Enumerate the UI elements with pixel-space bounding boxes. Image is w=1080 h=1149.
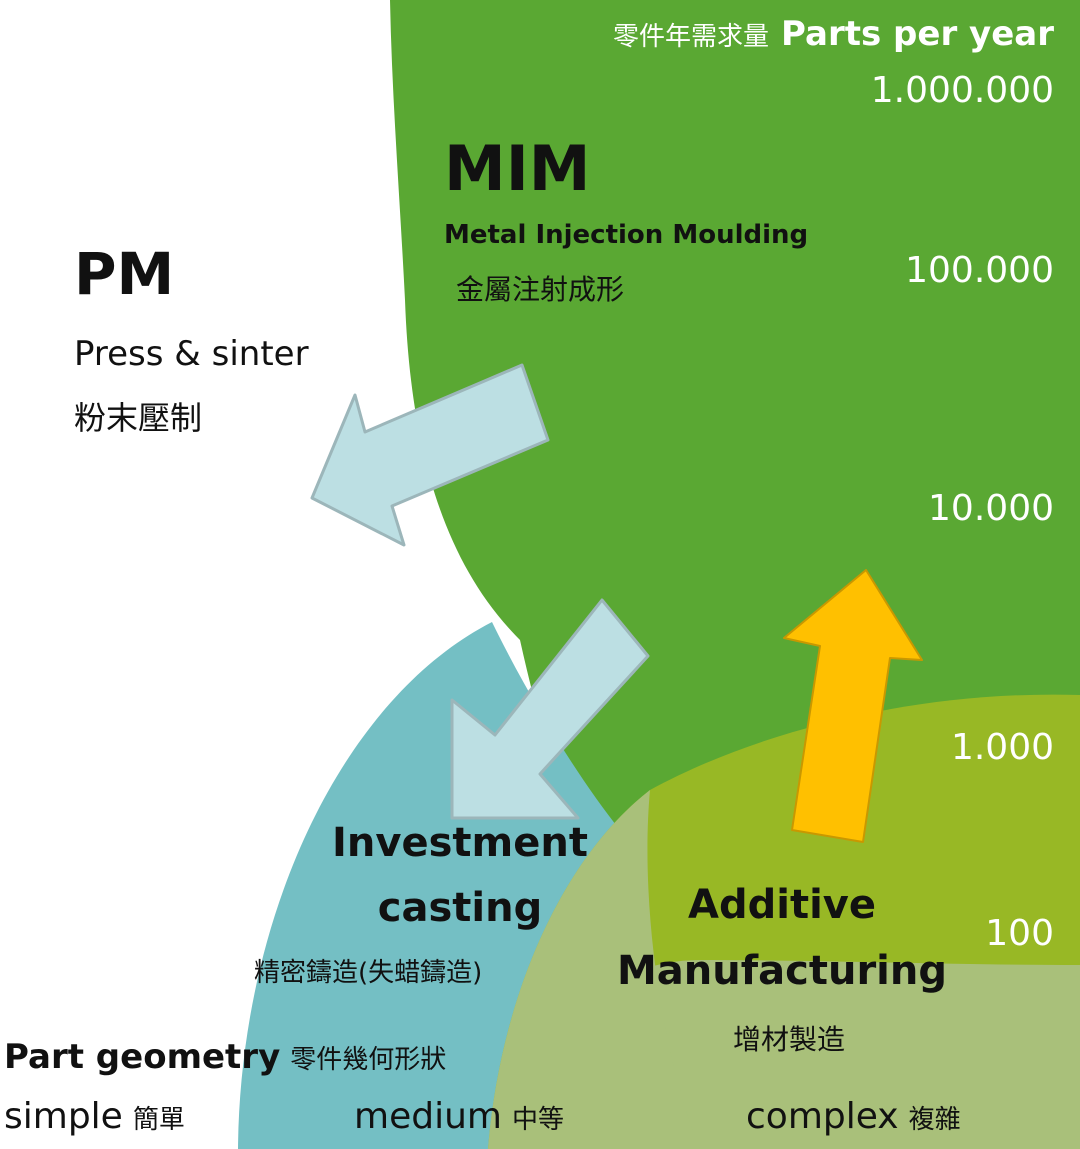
x-axis-title-en: Part geometry	[4, 1037, 281, 1077]
mim-title: MIM	[444, 132, 591, 205]
y-axis-title-en: Parts per year	[781, 14, 1054, 54]
x-level-label-zh: 簡單	[132, 1105, 185, 1135]
pm-subtitle: Press & sinter	[74, 334, 309, 374]
y-tick-label: 1.000.000	[870, 70, 1054, 111]
x-level-label: simple	[4, 1096, 123, 1137]
x-level-complex: complex 複雜	[746, 1096, 961, 1137]
additive-manufacturing-title-line2: Manufacturing	[617, 948, 947, 994]
x-level-label-zh: 複雜	[908, 1105, 961, 1135]
x-axis-title-zh: 零件幾何形狀	[290, 1045, 447, 1075]
x-level-medium: medium 中等	[354, 1096, 564, 1137]
mim-subtitle: Metal Injection Moulding	[444, 220, 809, 250]
x-level-simple: simple 簡單	[4, 1096, 185, 1137]
arrow-down-left-icon	[450, 598, 650, 820]
additive-manufacturing-label-zh: 增材製造	[733, 1023, 846, 1056]
x-level-label: complex	[746, 1096, 899, 1137]
y-axis-title: 零件年需求量 Parts per year	[613, 14, 1054, 54]
x-level-label-zh: 中等	[511, 1105, 564, 1135]
y-tick-label: 100	[985, 913, 1054, 954]
additive-manufacturing-title-line1: Additive	[688, 882, 876, 928]
pm-title: PM	[74, 240, 175, 308]
arrow-left-icon	[310, 363, 550, 547]
pm-label-zh: 粉末壓制	[74, 399, 203, 437]
x-level-label: medium	[354, 1096, 502, 1137]
y-axis-title-zh: 零件年需求量	[613, 22, 770, 52]
mim-label-zh: 金屬注射成形	[456, 273, 625, 306]
investment-casting-title-line1: Investment	[332, 820, 588, 866]
y-tick-label: 10.000	[928, 488, 1054, 529]
y-tick-label: 1.000	[950, 727, 1054, 768]
x-axis-title: Part geometry 零件幾何形狀	[4, 1037, 446, 1077]
investment-casting-title-line2: casting	[377, 885, 543, 931]
arrow-up-icon	[783, 569, 923, 843]
investment-casting-label-zh: 精密鑄造(失蜡鑄造)	[254, 958, 483, 988]
additive-overlap-region	[488, 790, 700, 1149]
y-tick-label: 100.000	[905, 250, 1054, 291]
